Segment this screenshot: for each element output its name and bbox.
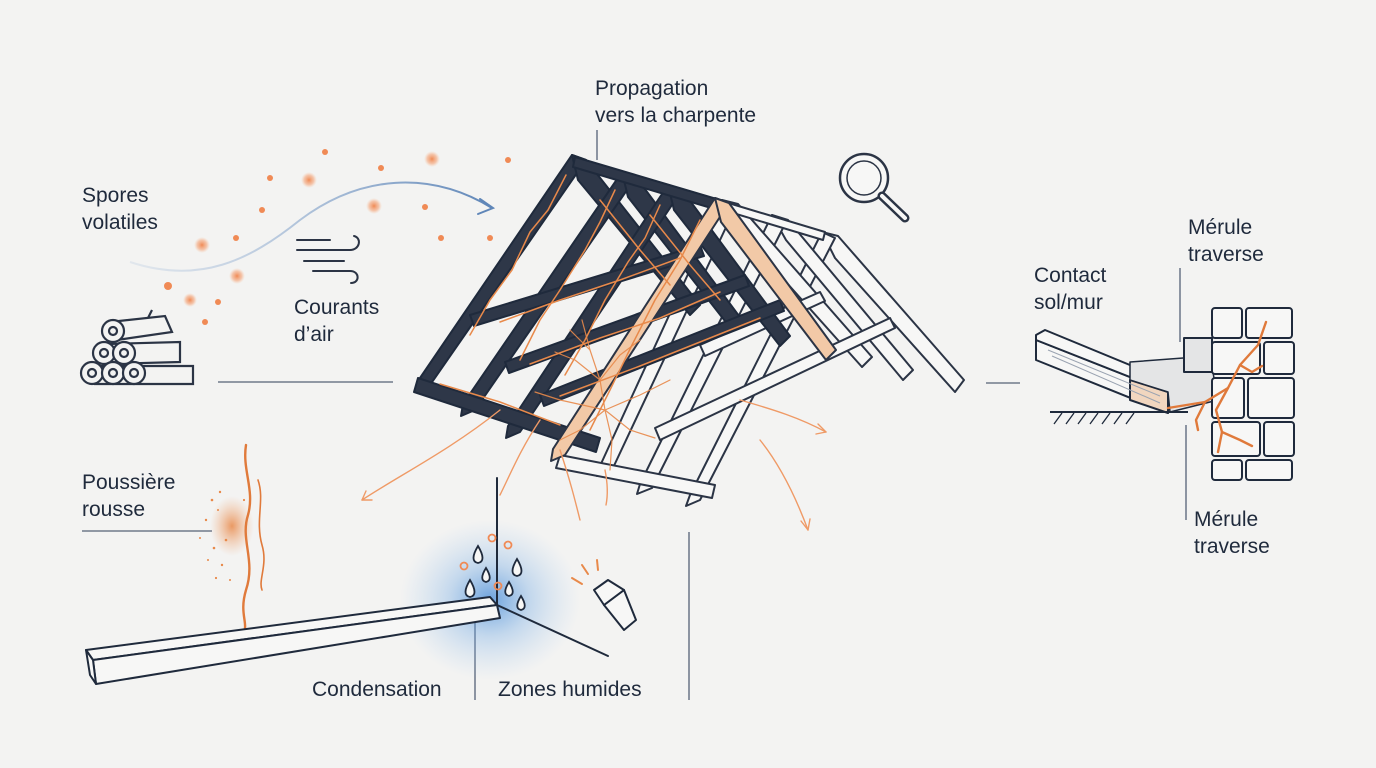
roof-truss: [361, 154, 965, 531]
mycelium-spread: [534, 319, 671, 471]
label-merule-top-line2: traverse: [1188, 243, 1264, 266]
label-condensation-text: Condensation: [312, 678, 442, 701]
label-zones-humides: Zones humides: [498, 676, 642, 703]
label-contact-line1: Contact: [1034, 264, 1107, 287]
log-pile-icon: [79, 309, 195, 386]
label-contact: Contact sol/mur: [1034, 262, 1106, 316]
label-merule-bottom-line1: Mérule: [1194, 508, 1259, 531]
label-spores: Spores volatiles: [82, 182, 158, 236]
wall-contact-detail: [1035, 307, 1295, 481]
flashlight-icon: [571, 559, 637, 631]
wind-stream: [129, 181, 493, 272]
label-zones-humides-text: Zones humides: [498, 678, 642, 701]
label-condensation: Condensation: [312, 676, 442, 703]
label-propagation-line1: Propagation: [595, 77, 709, 100]
condensation-corner: [85, 477, 609, 685]
label-merule-top: Mérule traverse: [1188, 214, 1264, 268]
merule-crack: [1166, 320, 1268, 454]
water-drop-icon: [464, 544, 526, 611]
label-contact-line2: sol/mur: [1034, 291, 1103, 314]
label-merule-bottom-line2: traverse: [1194, 535, 1270, 558]
label-spores-line1: Spores: [82, 184, 149, 207]
label-merule-top-line1: Mérule: [1188, 216, 1253, 239]
wind-icon: [296, 235, 360, 284]
magnifier-icon: [838, 152, 910, 223]
label-courants-line2: d’air: [294, 323, 334, 346]
spores-cloud: [129, 149, 511, 325]
spread-arrows: [361, 399, 827, 531]
label-poussiere-line1: Poussière: [82, 471, 176, 494]
label-poussiere-line2: rousse: [82, 498, 146, 521]
label-spores-line2: volatiles: [82, 211, 158, 234]
dust-cloud: [199, 443, 265, 630]
label-propagation-line2: vers la charpente: [595, 104, 757, 127]
crack-line: [242, 443, 252, 630]
label-poussiere: Poussière rousse: [82, 469, 175, 523]
label-courants: Courants d’air: [294, 294, 379, 348]
label-merule-bottom: Mérule traverse: [1194, 506, 1270, 560]
label-propagation: Propagation vers la charpente: [595, 75, 756, 129]
label-courants-line1: Courants: [294, 296, 380, 319]
